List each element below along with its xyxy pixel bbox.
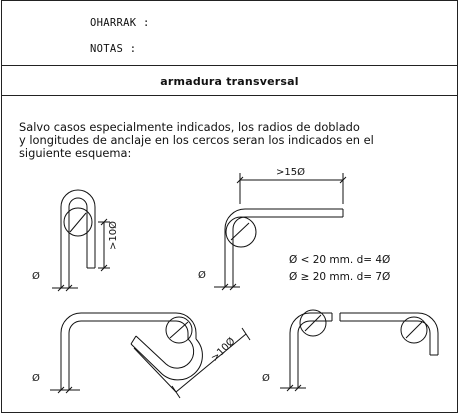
notes-block: OHARRAK : NOTAS : xyxy=(2,1,457,67)
diameter-label-1: Ø xyxy=(32,270,40,282)
description-line-2: y longitudes de anclaje en los cercos se… xyxy=(19,133,374,147)
label-10d-vertical: >10Ø xyxy=(107,221,119,250)
stirrup-hook-detail-3 xyxy=(50,312,251,399)
label-10d-diagonal: >10Ø xyxy=(209,335,238,364)
rule-large-diameter: Ø ≥ 20 mm. d= 7Ø xyxy=(289,271,390,283)
diameter-label-3: Ø xyxy=(32,372,40,384)
description-paragraph: Salvo casos especialmente indicados, los… xyxy=(19,121,439,160)
description-line-3: siguiente esquema: xyxy=(19,146,132,160)
oharrak-label: OHARRAK : xyxy=(90,17,150,29)
diameter-label-2: Ø xyxy=(198,269,206,281)
diameter-label-4: Ø xyxy=(262,372,270,384)
hook-detail-1 xyxy=(52,189,110,292)
divider-title xyxy=(2,95,457,96)
notas-label: NOTAS : xyxy=(90,43,137,55)
label-15d: >15Ø xyxy=(276,166,305,178)
stirrup-overlap-detail-4 xyxy=(280,309,439,392)
section-title: armadura transversal xyxy=(160,75,299,88)
description-line-1: Salvo casos especialmente indicados, los… xyxy=(19,120,360,134)
rule-small-diameter: Ø < 20 mm. d= 4Ø xyxy=(289,254,390,266)
bend-detail-2 xyxy=(214,173,347,291)
divider-top xyxy=(2,65,457,66)
